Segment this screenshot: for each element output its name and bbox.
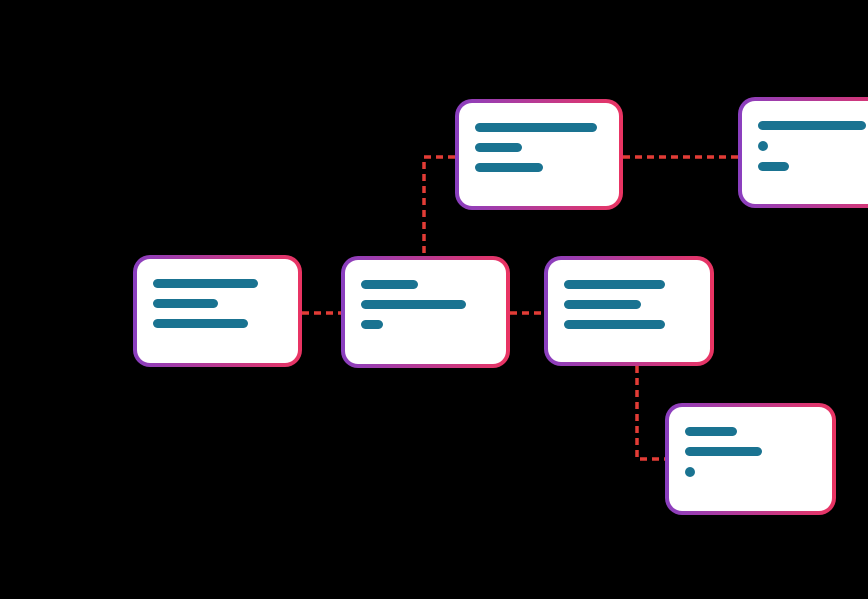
skeleton-line xyxy=(475,123,597,132)
bullet-dot xyxy=(685,467,695,477)
node-top-right[interactable] xyxy=(738,97,868,208)
skeleton-line xyxy=(758,121,866,130)
skeleton-line xyxy=(564,280,665,289)
node-top-center[interactable] xyxy=(455,99,623,210)
skeleton-line xyxy=(685,447,762,456)
node-bottom-right[interactable] xyxy=(665,403,836,515)
skeleton-line xyxy=(361,280,418,289)
skeleton-line xyxy=(153,279,258,288)
node-mid-right[interactable] xyxy=(544,256,714,366)
skeleton-line xyxy=(361,300,466,309)
skeleton-line xyxy=(153,319,248,328)
skeleton-line xyxy=(475,143,522,152)
skeleton-line xyxy=(153,299,218,308)
skeleton-line xyxy=(758,162,789,171)
connector-top-center-to-mid-center xyxy=(422,155,455,256)
skeleton-line xyxy=(564,300,641,309)
connector-mid-right-to-bottom-right xyxy=(635,366,665,461)
bullet-dot xyxy=(758,141,768,151)
skeleton-line xyxy=(564,320,665,329)
skeleton-line xyxy=(685,427,737,436)
skeleton-line xyxy=(361,320,383,329)
node-mid-center[interactable] xyxy=(341,256,510,368)
node-mid-left[interactable] xyxy=(133,255,302,367)
skeleton-line xyxy=(475,163,543,172)
